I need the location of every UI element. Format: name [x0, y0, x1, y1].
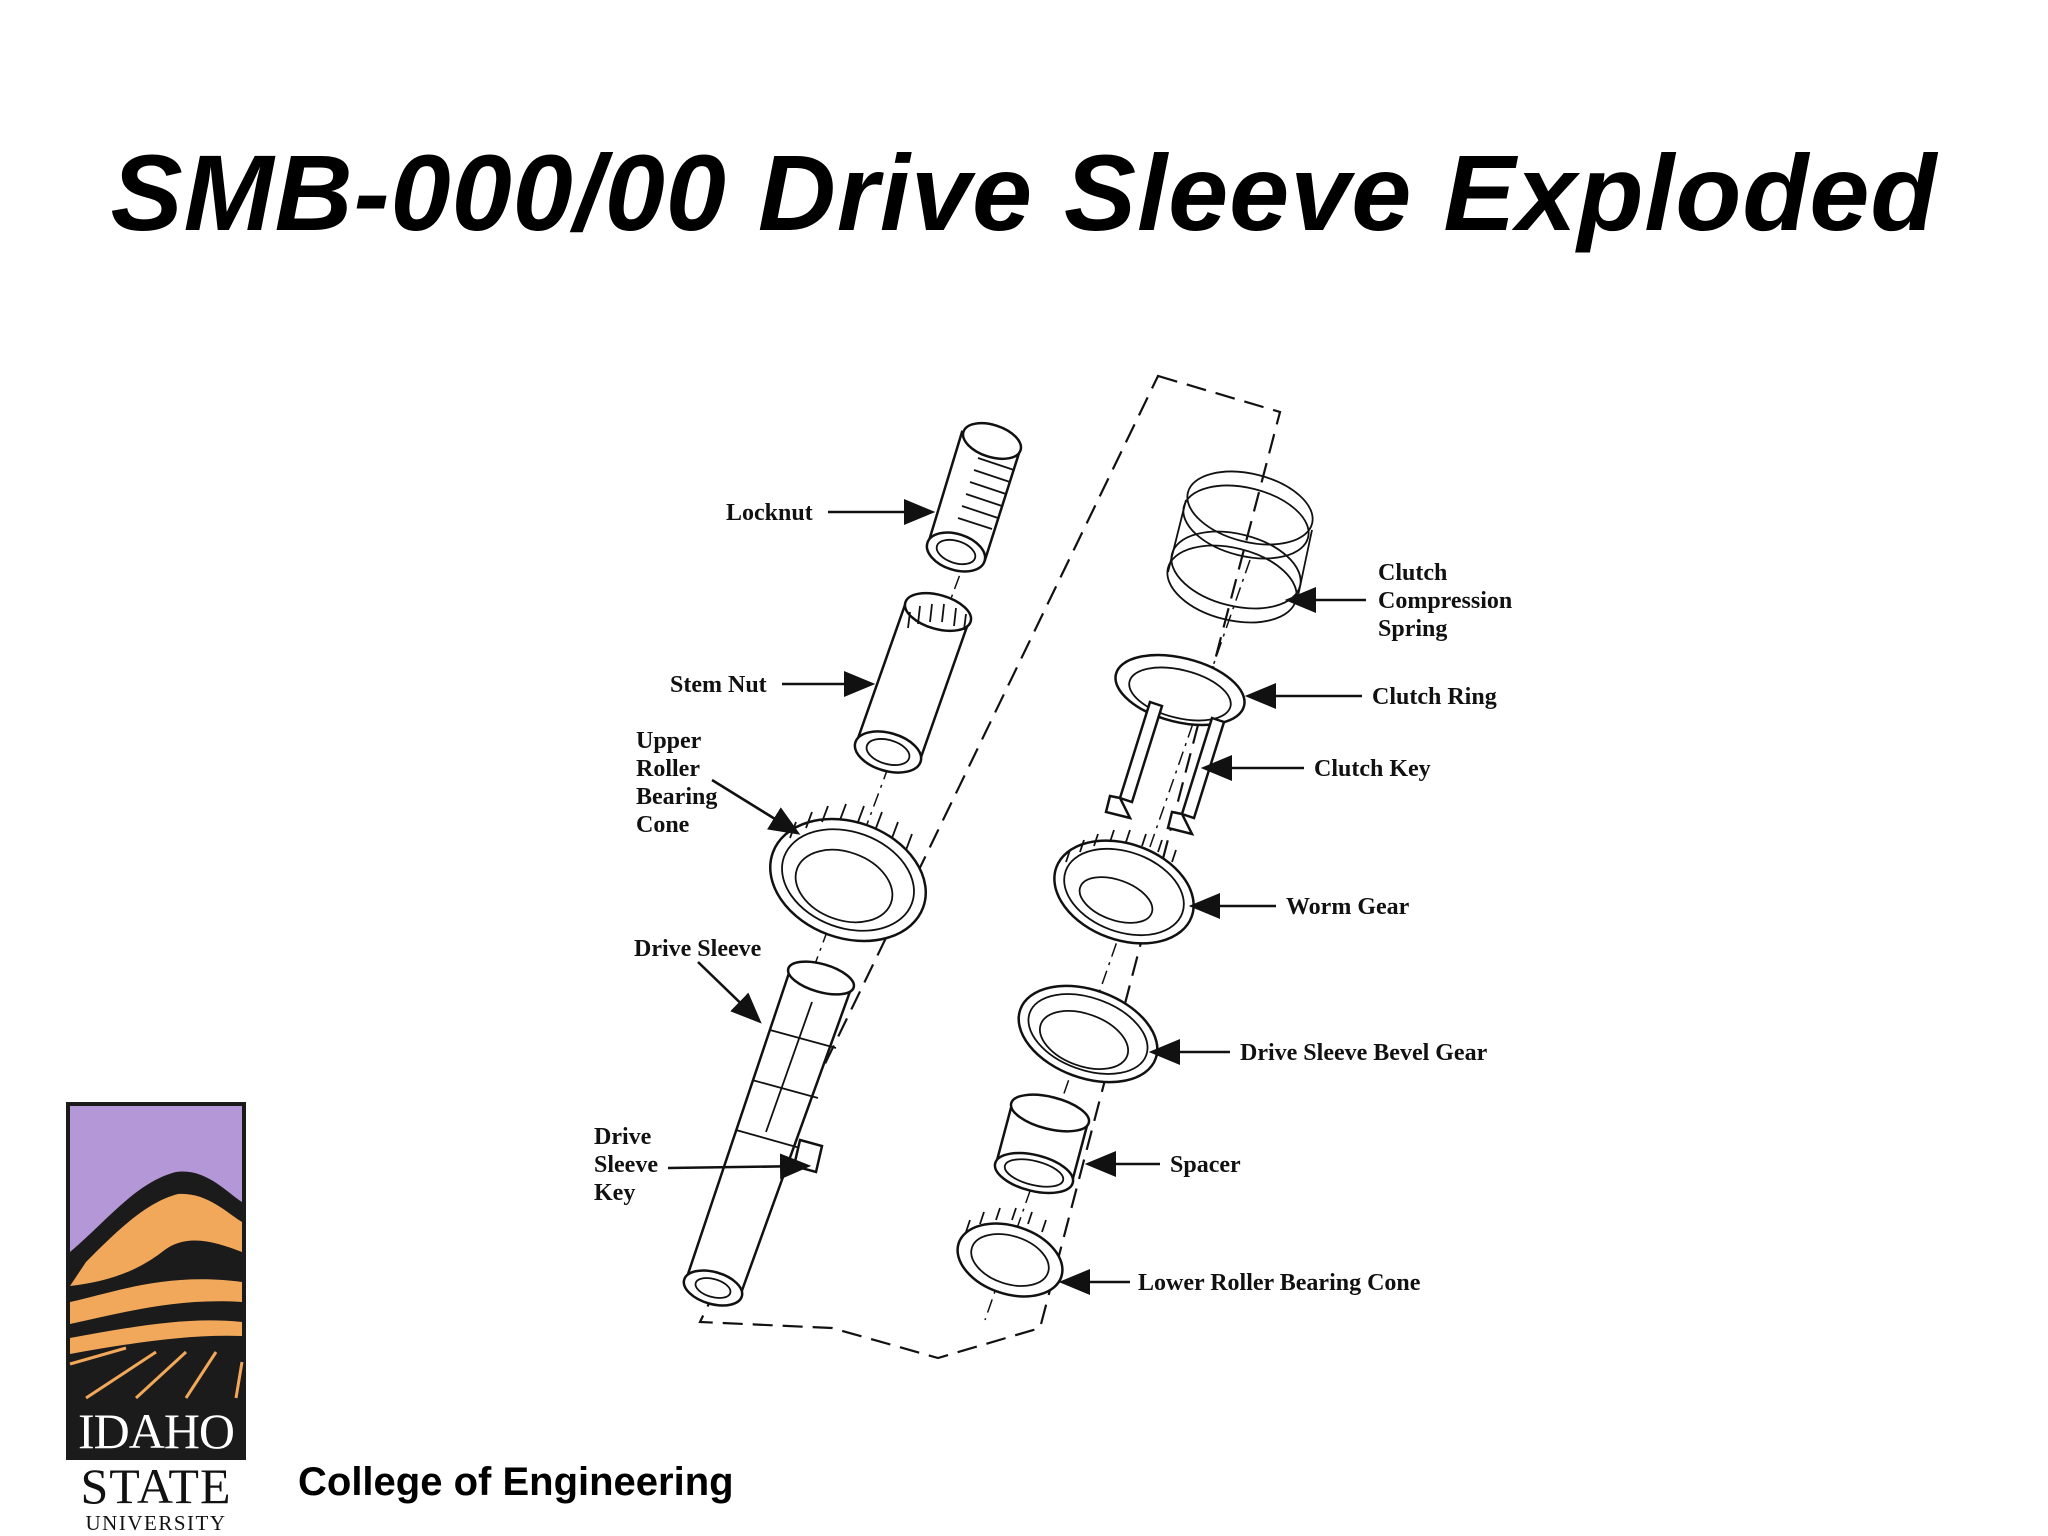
locknut-part — [925, 421, 1023, 573]
college-footer: College of Engineering — [298, 1460, 734, 1504]
idaho-state-logo: IDAHO STATE UNIVERSITY — [66, 1102, 246, 1534]
worm-gear-part — [1053, 829, 1195, 945]
label-locknut: Locknut — [726, 500, 813, 526]
clutch-compression-spring-part — [1166, 470, 1314, 624]
label-drive-sleeve: Drive Sleeve — [634, 936, 762, 962]
svg-text:Key: Key — [594, 1180, 635, 1206]
label-clutch-key: Clutch Key — [1314, 756, 1431, 782]
label-spacer: Spacer — [1170, 1152, 1241, 1178]
drive-sleeve-bevel-gear-part — [1017, 984, 1159, 1084]
logo-word-idaho: IDAHO — [66, 1402, 246, 1460]
right-axis — [984, 559, 1251, 1321]
mountain-emblem — [66, 1102, 246, 1402]
label-clutch-ring: Clutch Ring — [1372, 684, 1497, 710]
svg-text:Upper: Upper — [636, 728, 702, 754]
clutch-ring-part — [1114, 653, 1246, 727]
drive-sleeve-part — [682, 960, 856, 1307]
slide-title: SMB-000/00 Drive Sleeve Exploded — [110, 132, 1938, 253]
svg-text:Drive: Drive — [594, 1124, 652, 1150]
label-upper-roller-bearing-cone: Upper Roller Bearing Cone — [636, 728, 717, 838]
upper-roller-bearing-cone-part — [769, 803, 927, 943]
lower-roller-bearing-cone-part — [956, 1207, 1064, 1298]
label-drive-sleeve-bevel-gear: Drive Sleeve Bevel Gear — [1240, 1040, 1488, 1066]
label-lower-roller-bearing-cone: Lower Roller Bearing Cone — [1138, 1270, 1421, 1296]
assembly-boundary — [698, 374, 1282, 1360]
logo-word-university: UNIVERSITY — [85, 1511, 227, 1535]
label-clutch-compression-spring: Clutch Compression Spring — [1378, 560, 1512, 642]
label-worm-gear: Worm Gear — [1286, 894, 1410, 920]
stem-nut-part — [853, 591, 973, 774]
label-stem-nut: Stem Nut — [670, 672, 767, 698]
svg-text:Bearing: Bearing — [636, 784, 717, 810]
svg-text:Clutch: Clutch — [1378, 560, 1447, 586]
label-drive-sleeve-key: Drive Sleeve Key — [594, 1124, 658, 1206]
svg-text:Cone: Cone — [636, 812, 690, 838]
svg-text:Spring: Spring — [1378, 616, 1447, 642]
spacer-part — [993, 1093, 1091, 1195]
svg-text:Compression: Compression — [1378, 588, 1512, 614]
logo-word-state: STATE — [80, 1458, 232, 1514]
svg-text:Sleeve: Sleeve — [594, 1152, 658, 1178]
svg-text:Roller: Roller — [636, 756, 700, 782]
